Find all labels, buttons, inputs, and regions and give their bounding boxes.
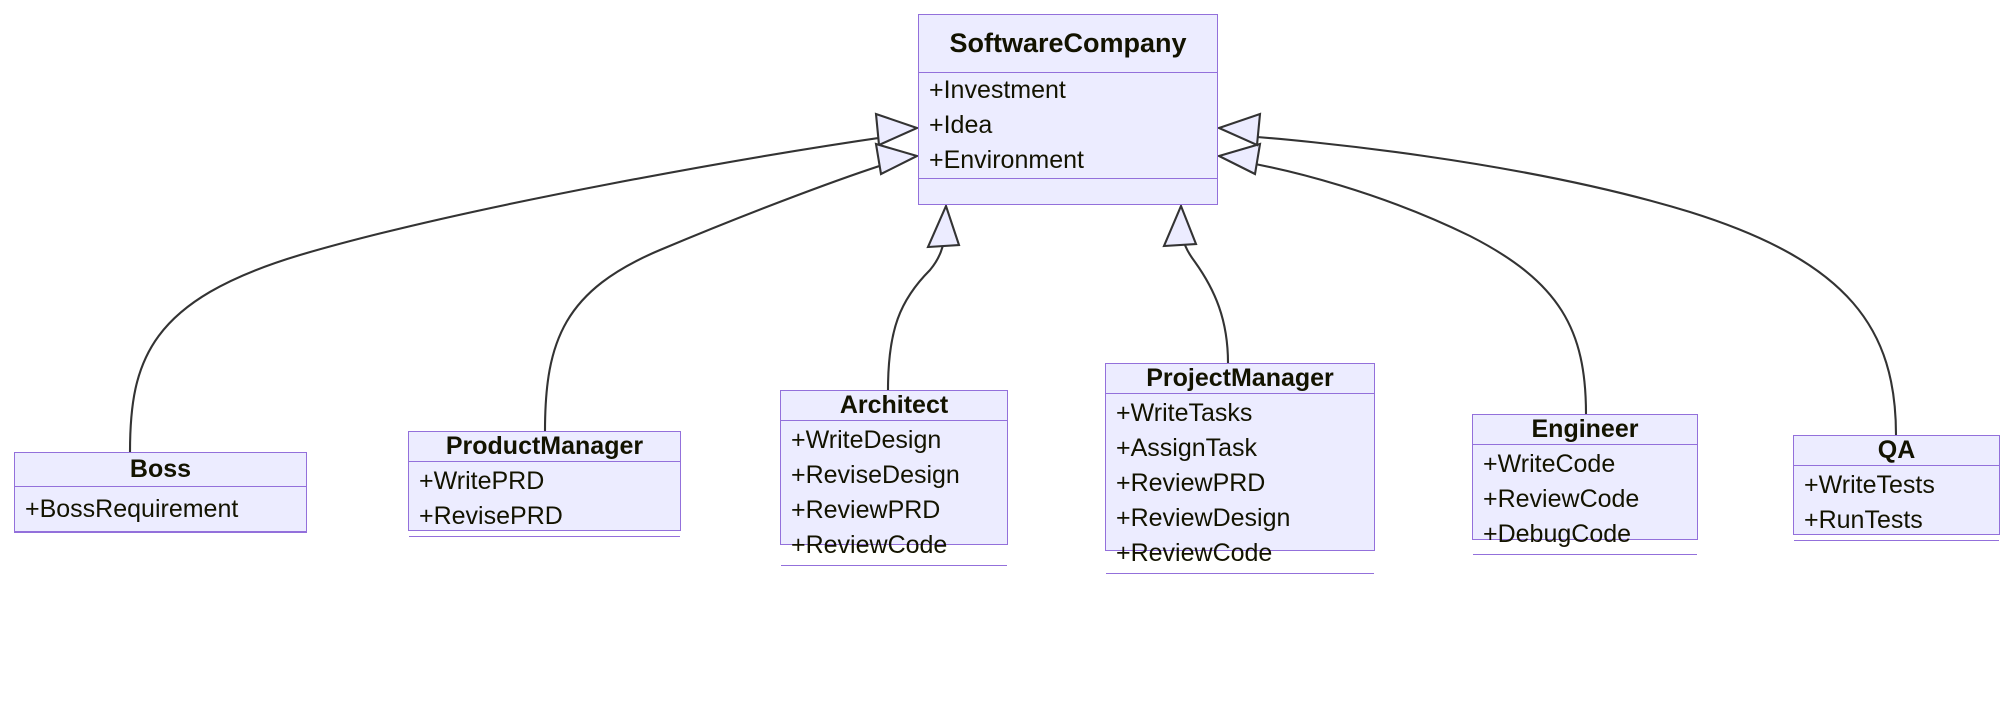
arrowhead-boss — [874, 112, 920, 147]
arrowhead-qa — [1216, 112, 1262, 147]
edge-projectmanager-to-softwarecompany — [1180, 231, 1230, 364]
class-attributes-boss: +BossRequirement — [15, 487, 306, 532]
class-node-qa[interactable]: QA +WriteTests +RunTests — [1793, 435, 2000, 541]
class-node-project-manager[interactable]: ProjectManager +WriteTasks +AssignTask +… — [1105, 363, 1375, 574]
arrowhead-architect — [926, 203, 961, 249]
edge-boss-to-softwarecompany — [128, 134, 893, 453]
class-attribute: +WriteDesign — [791, 426, 942, 454]
class-attribute: +DebugCode — [1483, 520, 1632, 548]
class-title-project-manager: ProjectManager — [1106, 364, 1374, 394]
class-attribute: +WriteCode — [1483, 450, 1616, 478]
class-attribute: +RunTests — [1804, 506, 1923, 534]
arrowhead-projectmanager — [1162, 203, 1198, 248]
class-attribute: +ReviewPRD — [791, 496, 941, 524]
class-attribute: +ReviewCode — [791, 531, 948, 559]
class-title-architect: Architect — [781, 391, 1007, 421]
class-attribute: +RevisePRD — [419, 502, 563, 530]
class-attribute: +AssignTask — [1116, 434, 1258, 462]
class-attribute: +WritePRD — [419, 467, 545, 495]
class-attributes-engineer: +WriteCode +ReviewCode +DebugCode — [1473, 445, 1697, 555]
class-attribute: +BossRequirement — [25, 494, 239, 523]
class-node-boss[interactable]: Boss +BossRequirement — [14, 452, 307, 533]
class-title-qa: QA — [1794, 436, 1999, 466]
class-attribute: +Investment — [929, 76, 1066, 104]
class-attribute: +WriteTests — [1804, 471, 1935, 499]
class-attribute: +Environment — [929, 146, 1084, 174]
edge-architect-to-softwarecompany — [886, 231, 947, 391]
class-attribute: +WriteTasks — [1116, 399, 1253, 427]
class-attribute: +ReviewDesign — [1116, 504, 1291, 532]
class-attribute: +Idea — [929, 111, 993, 139]
class-node-engineer[interactable]: Engineer +WriteCode +ReviewCode +DebugCo… — [1472, 414, 1698, 555]
class-attributes-product-manager: +WritePRD +RevisePRD — [409, 462, 680, 537]
class-title-boss: Boss — [15, 453, 306, 488]
class-methods-software-company — [919, 179, 1217, 204]
class-title-product-manager: ProductManager — [409, 432, 680, 462]
class-node-architect[interactable]: Architect +WriteDesign +ReviseDesign +Re… — [780, 390, 1008, 566]
class-attributes-software-company: +Investment +Idea +Environment — [919, 73, 1217, 179]
class-attribute: +ReviewCode — [1116, 539, 1273, 567]
class-attribute: +ReviseDesign — [791, 461, 960, 489]
class-node-product-manager[interactable]: ProductManager +WritePRD +RevisePRD — [408, 431, 681, 537]
arrowhead-productmanager — [874, 142, 920, 176]
class-title-engineer: Engineer — [1473, 415, 1697, 445]
class-attributes-qa: +WriteTests +RunTests — [1794, 466, 1999, 541]
class-title-software-company: SoftwareCompany — [919, 15, 1217, 73]
arrowhead-engineer — [1216, 142, 1262, 176]
class-attributes-architect: +WriteDesign +ReviseDesign +ReviewPRD +R… — [781, 421, 1007, 566]
class-attribute: +ReviewPRD — [1116, 469, 1266, 497]
class-attribute: +ReviewCode — [1483, 485, 1640, 513]
class-attributes-project-manager: +WriteTasks +AssignTask +ReviewPRD +Revi… — [1106, 394, 1374, 574]
class-node-software-company[interactable]: SoftwareCompany +Investment +Idea +Envir… — [918, 14, 1218, 205]
